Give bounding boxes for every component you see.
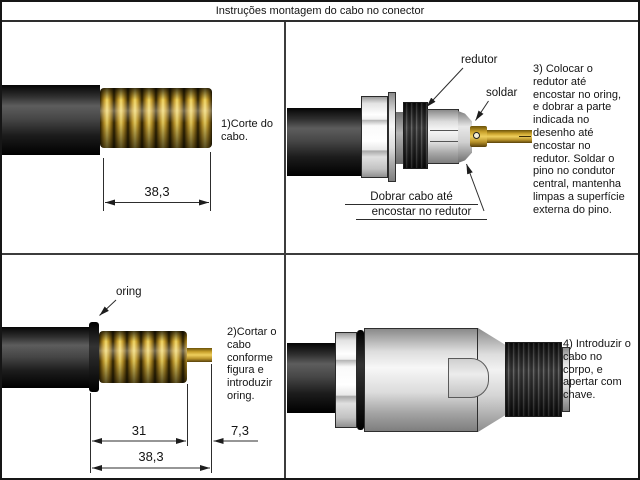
pin-tip-slot: [519, 136, 531, 137]
step4-text: 4) Introduzir o cabo no corpo, e apertar…: [563, 338, 631, 402]
center-pin-step2: [187, 348, 212, 362]
collet-slot-line-1: [430, 130, 468, 131]
cable-jacket-step1: [2, 85, 100, 155]
collet-slot-line-2: [430, 141, 464, 142]
hex-nut-step3: [361, 96, 388, 178]
corrugated-conductor-step2: [99, 331, 187, 383]
body-end-ring: [562, 347, 570, 412]
step3-text: 3) Colocar o redutor até encostar no ori…: [533, 63, 625, 216]
step1-text: 1)Corte do cabo.: [221, 118, 273, 143]
cable-jacket-step3: [287, 108, 363, 176]
cable-jacket-step4: [287, 343, 335, 413]
bend-note-line1: Dobrar cabo até: [345, 191, 478, 205]
soldar-label: soldar: [486, 87, 518, 99]
hex-nut-step4: [335, 332, 357, 428]
oring-part: [89, 322, 99, 392]
oring-label: oring: [116, 286, 142, 298]
redutor-knurl: [403, 102, 428, 169]
step2-dim-inner: 31: [131, 423, 147, 438]
cable-jacket-step2: [2, 327, 90, 388]
collet-cone: [458, 111, 472, 163]
step1-dim-total: 38,3: [144, 184, 170, 199]
bend-note-line2: encostar no redutor: [356, 206, 487, 220]
pin-shaft: [487, 130, 532, 143]
vertical-divider: [284, 22, 286, 478]
reducer-body: [427, 109, 459, 164]
sheet-title: Instruções montagem do cabo no conector: [2, 2, 638, 22]
step2-text: 2)Cortar o cabo conforme figura e introd…: [227, 326, 277, 402]
solder-hole: [473, 132, 480, 139]
body-cutout: [448, 358, 489, 398]
neck-step3: [396, 112, 403, 164]
redutor-label: redutor: [461, 54, 498, 66]
horizontal-divider: [2, 253, 638, 255]
step2-dim-total: 38,3: [138, 449, 164, 464]
body-threads: [505, 342, 562, 417]
nut-flange-step3: [388, 92, 396, 182]
body-oring-step4: [357, 330, 364, 430]
step2-dim-pin: 7,3: [230, 423, 250, 438]
corrugated-conductor-step1: [100, 88, 212, 148]
